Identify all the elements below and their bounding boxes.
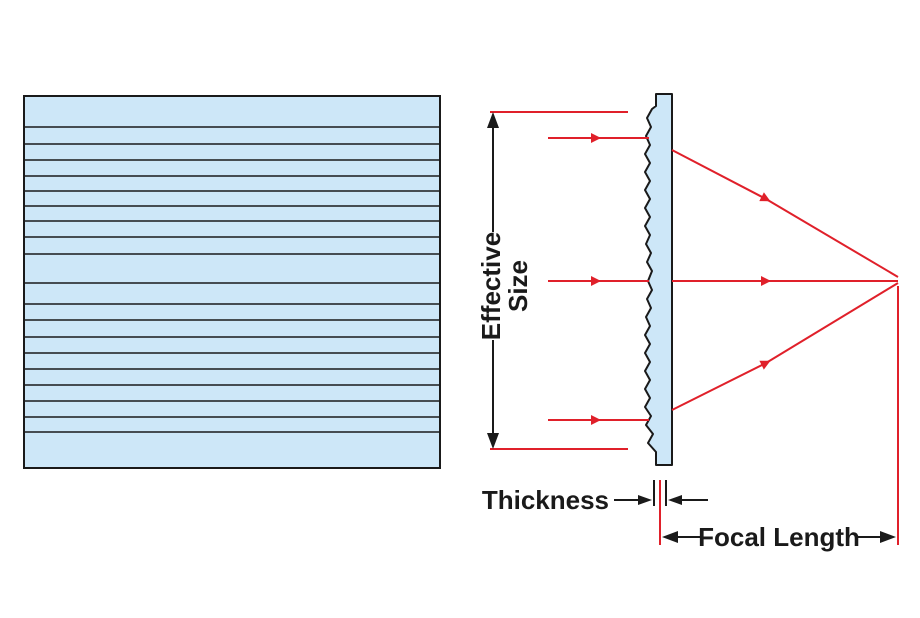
- groove-lines: [24, 126, 440, 433]
- size-label: Size: [503, 260, 533, 312]
- output-ray-bottom: [671, 360, 771, 411]
- effective-size-dimension: [487, 112, 499, 449]
- incoming-rays: [548, 133, 649, 425]
- output-ray-bottom-tail: [765, 282, 899, 364]
- lens-face: [23, 95, 441, 469]
- lens-front-view: [23, 95, 441, 469]
- thickness-label: Thickness: [482, 485, 609, 515]
- arrowhead-right-icon: [880, 531, 896, 543]
- focal-length-label: Focal Length: [698, 522, 860, 552]
- output-ray-top-tail: [765, 198, 899, 278]
- lens-profile: [644, 93, 673, 466]
- focal-length-dimension: [659, 286, 899, 545]
- arrowhead-right-icon: [638, 495, 652, 505]
- arrowhead-left-icon: [662, 531, 678, 543]
- effective-label: Effective: [476, 232, 506, 340]
- arrowhead-down-icon: [487, 433, 499, 449]
- arrowhead-up-icon: [487, 112, 499, 128]
- output-ray-top: [671, 149, 771, 202]
- arrowhead-left-icon: [668, 495, 682, 505]
- thickness-dimension: [614, 480, 708, 506]
- converging-rays: [671, 149, 899, 411]
